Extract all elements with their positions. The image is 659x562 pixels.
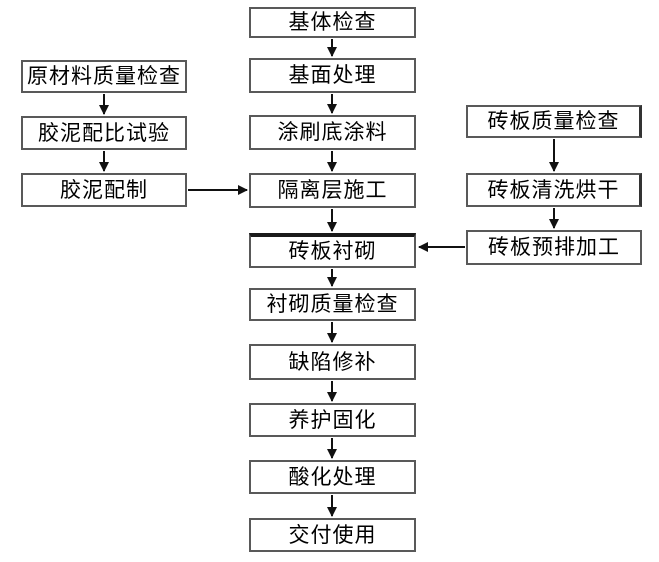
flow-node-raw-material-check: 原材料质量检查 [21,60,187,93]
flow-node-isolation-layer: 隔离层施工 [249,173,416,208]
flow-node-apply-primer: 涂刷底涂料 [249,115,416,150]
flow-node-acid-treatment: 酸化处理 [249,460,416,494]
flow-node-base-inspection: 基体检查 [249,7,416,38]
flow-node-brick-wash-dry: 砖板清洗烘干 [466,173,642,207]
flow-node-delivery: 交付使用 [249,518,416,552]
flow-node-brick-quality-check: 砖板质量检查 [466,105,642,138]
flow-node-lining-quality-check: 衬砌质量检查 [249,288,416,321]
flow-node-mortar-preparation: 胶泥配制 [21,173,187,207]
flow-node-curing: 养护固化 [249,403,416,437]
flow-node-surface-treatment: 基面处理 [249,58,416,93]
flow-node-brick-prearrange: 砖板预排加工 [466,230,642,265]
flow-node-defect-repair: 缺陷修补 [249,344,416,380]
flow-node-brick-lining: 砖板衬砌 [249,233,416,268]
flow-node-mortar-ratio-test: 胶泥配比试验 [21,116,187,150]
